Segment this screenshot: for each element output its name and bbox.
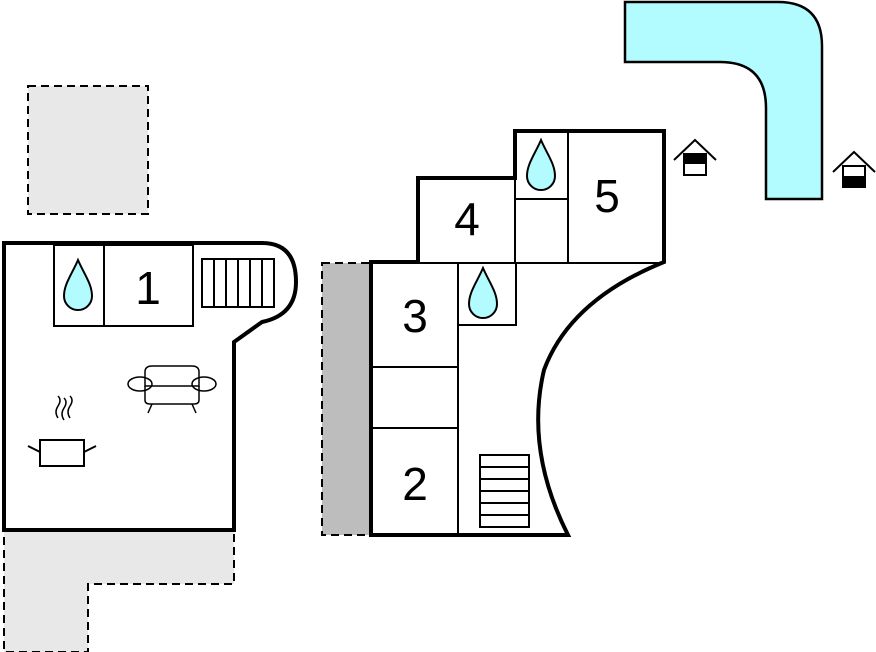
cooking-pot-icon bbox=[27, 395, 97, 467]
terrace-area-bottom-left bbox=[3, 529, 235, 652]
stairs-icon bbox=[201, 258, 275, 308]
water-drop-icon bbox=[467, 265, 499, 319]
water-drop-icon bbox=[62, 257, 94, 311]
terrace-area-side bbox=[321, 262, 371, 536]
pool-icon bbox=[623, 0, 824, 201]
sofa-icon bbox=[127, 365, 217, 414]
house-icon bbox=[673, 138, 717, 176]
room-box-1 bbox=[103, 244, 194, 327]
water-drop-icon bbox=[525, 137, 557, 191]
house-icon bbox=[832, 150, 876, 188]
terrace-area-top-left bbox=[27, 85, 149, 215]
room-4-label: 4 bbox=[454, 193, 480, 245]
stairs-icon bbox=[479, 454, 530, 528]
room-2-label: 2 bbox=[402, 458, 428, 510]
room-5-label: 5 bbox=[594, 170, 620, 222]
interior-walls bbox=[371, 131, 664, 535]
room-1-label: 1 bbox=[135, 262, 161, 314]
room-3-label: 3 bbox=[402, 290, 428, 342]
